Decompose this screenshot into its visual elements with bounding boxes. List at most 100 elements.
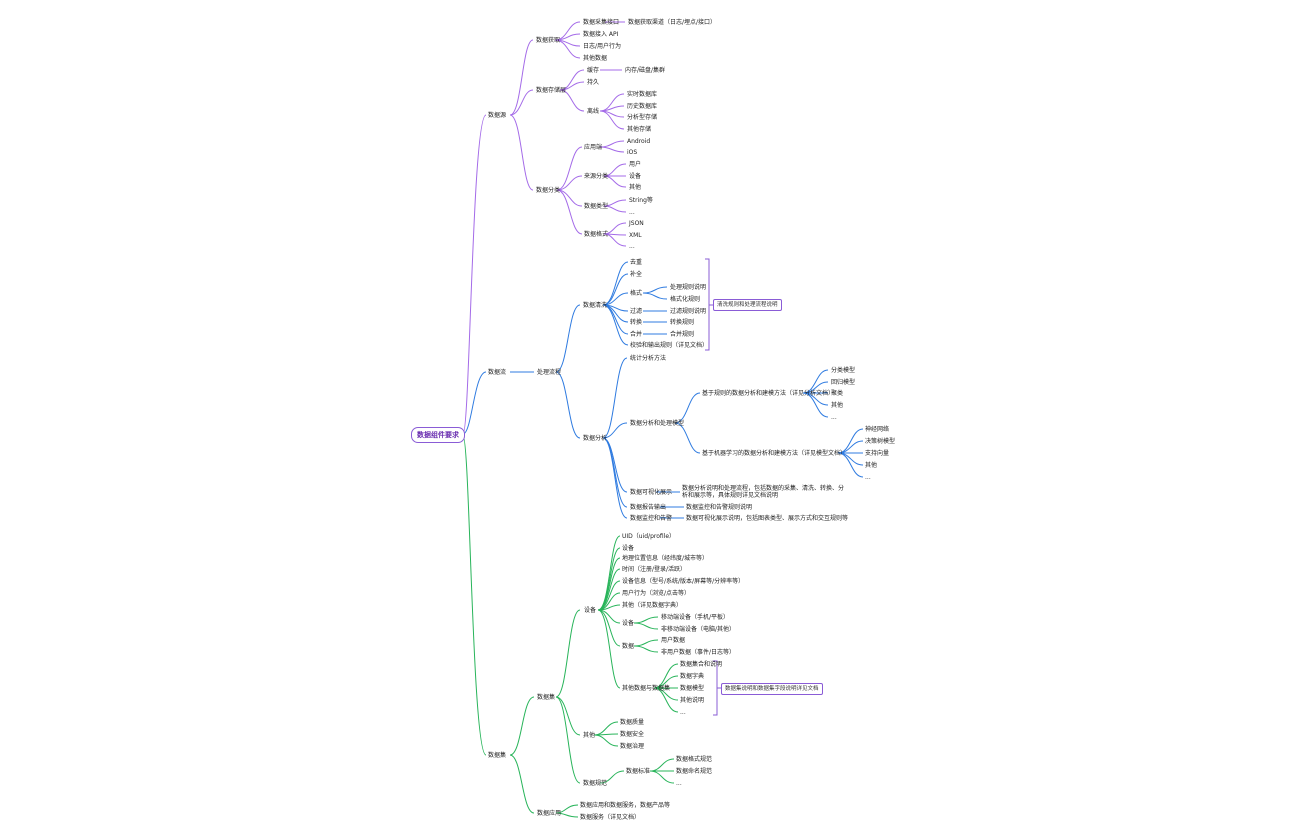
node-c1-sub[interactable]: 其他说明 [680,697,705,704]
node-b1b-l3[interactable]: ... [865,474,871,481]
node-a1-item[interactable]: 数据接入 API [583,31,619,38]
node-b1b-l3[interactable]: 分类模型 [831,367,856,374]
node-b1b-item[interactable]: 数据分析和处理模型 [630,420,685,427]
node-b1b-item[interactable]: 数据监控和告警 [630,515,673,522]
node-c1-sub[interactable]: 数据模型 [680,685,705,692]
node-c1-sub[interactable]: 数据集合和说明 [680,661,723,668]
node-a1-item[interactable]: 数据采集接口 [583,19,620,26]
node-c3a-item[interactable]: 数据命名规范 [676,768,713,775]
node-a3-item[interactable]: JSON [629,220,644,227]
node-c1[interactable]: 数据集 [537,694,556,701]
node-a3-group[interactable]: 来源分类 [584,173,609,180]
node-a3-group[interactable]: 应用端 [584,144,603,151]
node-b1b-l3[interactable]: 回归模型 [831,379,856,386]
node-c1-item[interactable]: 其他（详见数据字典） [622,602,683,609]
node-c1-sub[interactable]: 非用户数据（事件/日志等） [661,649,736,656]
node-b1b-item[interactable]: 数据可视化展示 [630,489,673,496]
node-c1-sub[interactable]: ... [680,709,686,716]
node-c1-sub[interactable]: 用户数据 [661,637,686,644]
node-a1-item[interactable]: 其他数据 [583,55,608,62]
node-c3a-item[interactable]: ... [676,780,682,787]
node-a2-item[interactable]: 持久 [587,79,600,86]
branch-purple-label[interactable]: 数据源 [488,112,507,119]
node-c3a-item[interactable]: 数据格式规范 [676,756,713,763]
node-a2-item[interactable]: 缓存 [587,67,600,74]
node-c1-item[interactable]: 用户行为（浏览/点击等） [622,590,691,597]
node-b1b-l3[interactable]: 支持向量 [865,450,890,457]
node-a3-group[interactable]: 数据类型 [584,203,609,210]
node-c1-item[interactable]: UID（uid/profile） [622,533,676,540]
node-c2[interactable]: 其他 [583,732,596,739]
node-a3-item[interactable]: iOS [627,149,638,156]
node-b1a-item[interactable]: 格式 [630,290,643,297]
node-a3-item[interactable]: 设备 [629,173,642,180]
node-b1b-l3[interactable]: ... [831,414,837,421]
node-a2-note[interactable]: 内存/磁盘/集群 [625,67,666,74]
node-c1-sub[interactable]: 移动端设备（手机/平板） [661,614,730,621]
node-b1b-l3[interactable]: 其他 [831,402,844,409]
node-c4-item[interactable]: 数据服务（详见文档） [580,814,641,821]
branch-green-label[interactable]: 数据集 [488,752,507,759]
node-c1-sub[interactable]: 数据字典 [680,673,705,680]
node-b1b-item[interactable]: 统计分析方法 [630,355,667,362]
node-b1a-sub[interactable]: 合并规则 [670,331,695,338]
node-b1b-desc[interactable]: 数据可视化展示说明，包括图表类型、展示方式和交互规则等 [686,515,849,522]
node-c3[interactable]: 数据规范 [583,780,608,787]
node-a3-item[interactable]: ... [629,209,635,216]
root-node[interactable]: 数据组件要求 [411,427,465,443]
node-a2-sub[interactable]: 实时数据库 [627,91,658,98]
node-b1b-l3[interactable]: 聚类 [831,390,844,397]
node-c1-item[interactable]: 地理位置信息（经纬度/城市等） [622,555,709,562]
node-b1b-l3[interactable]: 决策树模型 [865,438,896,445]
node-b1a-note[interactable]: 清洗规则和处理流程说明 [713,299,782,311]
node-b1[interactable]: 处理流程 [537,369,562,376]
node-c1-item[interactable]: 其他数据与数据集 [622,685,671,692]
node-a2-sub[interactable]: 历史数据库 [627,103,658,110]
node-a3-item[interactable]: Android [627,138,651,145]
node-a1-note[interactable]: 数据获取渠道（日志/埋点/接口） [628,19,717,26]
node-c3a[interactable]: 数据标准 [626,768,651,775]
node-c1-hub[interactable]: 设备 [584,607,597,614]
node-c4[interactable]: 数据应用 [537,810,562,817]
node-b1a-item[interactable]: 补全 [630,271,643,278]
node-c1-item[interactable]: 设备 [622,545,635,552]
node-b1a-item[interactable]: 校验和输出规则（详见文档） [630,342,709,349]
node-a3[interactable]: 数据分类 [536,187,561,194]
node-c1-item[interactable]: 时间（注册/登录/活跃） [622,566,687,573]
node-c1-sub[interactable]: 非移动端设备（电脑/其他） [661,626,736,633]
node-b1b-item[interactable]: 数据报告输出 [630,504,667,511]
node-c1-note[interactable]: 数据集说明和数据集字段说明详见文档 [721,683,823,695]
node-b1b[interactable]: 数据分析 [583,435,608,442]
node-a3-item[interactable]: String等 [629,197,653,204]
node-a2-sub[interactable]: 分析型存储 [627,114,658,121]
node-a3-item[interactable]: ... [629,243,635,250]
node-a2-sub[interactable]: 其他存储 [627,126,652,133]
node-c1-item[interactable]: 设备信息（型号/系统/版本/屏幕等/分辨率等） [622,578,745,585]
node-b1b-l3[interactable]: 神经网络 [865,426,890,433]
node-b1a-sub[interactable]: 过滤规则说明 [670,308,707,315]
node-c2-item[interactable]: 数据质量 [620,719,645,726]
node-a3-item[interactable]: 用户 [629,161,642,168]
node-c1-item[interactable]: 数据 [622,643,635,650]
node-b1a[interactable]: 数据清洗 [583,302,608,309]
branch-blue-label[interactable]: 数据流 [488,369,507,376]
node-b1b-l3[interactable]: 其他 [865,462,878,469]
node-b1b-l2[interactable]: 基于机器学习的数据分析和建模方法（详见模型文档） [702,450,847,457]
node-a2-item[interactable]: 离线 [587,108,600,115]
node-a1-item[interactable]: 日志/用户行为 [583,43,622,50]
node-a2[interactable]: 数据存储层 [536,87,567,94]
node-b1b-desc[interactable]: 数据分析说明和处理流程，包括数据的采集、清洗、转换、分析和展示等，具体规则详见文… [682,485,845,499]
node-b1a-sub[interactable]: 处理规则说明 [670,284,707,291]
node-c2-item[interactable]: 数据安全 [620,731,645,738]
node-b1a-item[interactable]: 去重 [630,259,643,266]
node-b1b-l2[interactable]: 基于规则的数据分析和建模方法（详见分析文档） [702,390,835,397]
node-c4-item[interactable]: 数据应用和数据服务，数据产品等 [580,802,671,809]
node-c1-item[interactable]: 设备 [622,620,635,627]
node-b1b-desc[interactable]: 数据监控和告警规则说明 [686,504,753,511]
node-a3-item[interactable]: 其他 [629,184,642,191]
node-b1a-item[interactable]: 过滤 [630,308,643,315]
node-b1a-sub[interactable]: 转换规则 [670,319,695,326]
node-a3-item[interactable]: XML [629,232,642,239]
node-c2-item[interactable]: 数据治理 [620,743,645,750]
node-a3-group[interactable]: 数据格式 [584,231,609,238]
